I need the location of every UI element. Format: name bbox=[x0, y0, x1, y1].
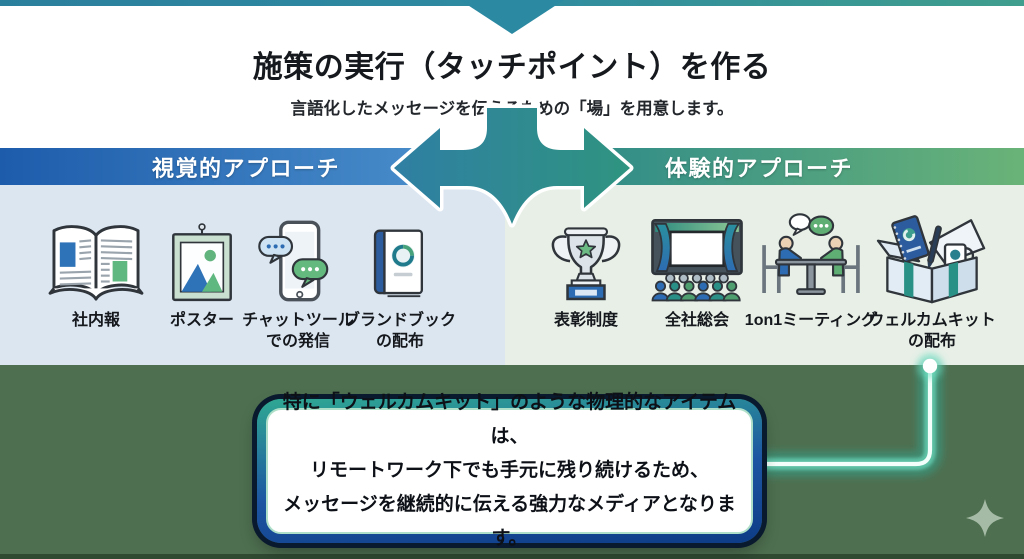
icon-box bbox=[238, 214, 358, 304]
item-company-newsletter: 社内報 bbox=[38, 214, 154, 332]
icon-box bbox=[38, 214, 154, 304]
item-label: ウェルカムキット の配布 bbox=[868, 312, 996, 350]
item-brand-book: ブランドブック の配布 bbox=[338, 214, 462, 353]
item-label: 表彰制度 bbox=[553, 312, 618, 329]
item-one-on-one: 1on1ミーティング bbox=[744, 213, 878, 332]
item-label: 全社総会 bbox=[664, 312, 729, 329]
icon-box bbox=[866, 214, 998, 304]
item-welcome-kit: ウェルカムキット の配布 bbox=[866, 214, 998, 353]
trophy-icon bbox=[551, 227, 621, 301]
one-on-one-icon bbox=[762, 213, 860, 295]
item-label: ポスター bbox=[169, 312, 234, 329]
welcome-kit-icon bbox=[876, 215, 986, 304]
icon-box bbox=[152, 214, 252, 304]
page-subtitle: 言語化したメッセージを伝えるための「場」を用意します。 bbox=[290, 100, 734, 118]
item-chat-tool: チャットツール での発信 bbox=[238, 214, 358, 353]
callout-text: 特に「ウェルカムキット」のような物理的なアイテムは、 リモートワーク下でも手元に… bbox=[282, 392, 737, 549]
sparkle-icon bbox=[966, 499, 1004, 537]
visual-approach-label: 視覚的アプローチ bbox=[151, 155, 340, 181]
icon-box bbox=[528, 214, 644, 304]
brand-book-icon bbox=[373, 229, 424, 298]
newsletter-icon bbox=[48, 225, 144, 301]
item-label: 社内報 bbox=[71, 312, 120, 329]
item-poster: ポスター bbox=[152, 214, 252, 332]
item-label: 1on1ミーティング bbox=[744, 312, 878, 329]
callout-inner: 特に「ウェルカムキット」のような物理的なアイテムは、 リモートワーク下でも手元に… bbox=[266, 392, 753, 549]
item-company-meeting: 全社総会 bbox=[642, 214, 752, 332]
icon-box bbox=[338, 214, 462, 304]
poster-icon bbox=[172, 223, 232, 302]
visual-approach-header: 視覚的アプローチ bbox=[0, 148, 446, 185]
company-meeting-icon bbox=[651, 219, 743, 302]
chat-phone-icon bbox=[258, 220, 329, 302]
item-label: チャットツール での発信 bbox=[242, 312, 354, 350]
item-label: ブランドブック の配布 bbox=[343, 312, 456, 350]
callout-box: 特に「ウェルカムキット」のような物理的なアイテムは、 リモートワーク下でも手元に… bbox=[257, 392, 762, 549]
bottom-edge-strip bbox=[0, 554, 1024, 559]
item-award-system: 表彰制度 bbox=[528, 214, 644, 332]
experiential-approach-label: 体験的アプローチ bbox=[664, 155, 853, 181]
top-accent-bar bbox=[0, 0, 1024, 6]
icon-box bbox=[744, 213, 878, 304]
header-banner: 施策の実行（タッチポイント）を作る 言語化したメッセージを伝えるための「場」を用… bbox=[0, 6, 1024, 148]
page-title: 施策の実行（タッチポイント）を作る bbox=[252, 51, 772, 84]
icon-box bbox=[642, 214, 752, 304]
experiential-approach-header: 体験的アプローチ bbox=[578, 148, 1024, 185]
